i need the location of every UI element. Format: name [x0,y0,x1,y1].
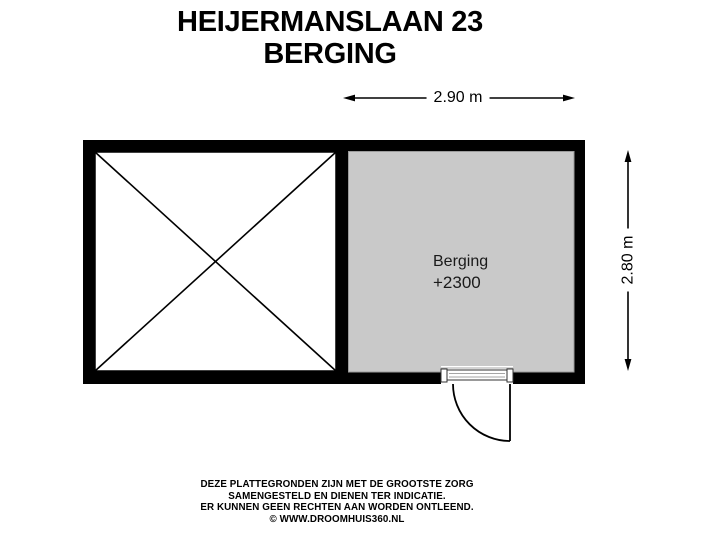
disclaimer: DEZE PLATTEGRONDEN ZIJN MET DE GROOTSTE … [87,479,587,525]
room-label: Berging +2300 [433,251,488,293]
title-floor: BERGING [263,38,397,70]
title-address: HEIJERMANSLAAN 23 [177,6,483,38]
disclaimer-line: SAMENGESTELD EN DIENEN TER INDICATIE. [228,490,446,502]
door-swing [452,383,511,442]
disclaimer-line: DEZE PLATTEGRONDEN ZIJN MET DE GROOTSTE … [200,479,474,490]
width-dimension-label: 2.90 m [426,88,490,107]
height-dimension-label: 2.80 m [618,228,638,292]
berging-room [348,151,575,373]
page-title: HEIJERMANSLAAN 23 BERGING [80,6,580,70]
room-ceiling-height: +2300 [433,273,481,292]
disclaimer-copyright: © WWW.DROOMHUIS360.NL [269,513,405,525]
disclaimer-line: ER KUNNEN GEEN RECHTEN AAN WORDEN ONTLEE… [200,502,474,513]
door [440,366,514,384]
room-name: Berging [433,253,489,270]
void-area [94,151,337,372]
